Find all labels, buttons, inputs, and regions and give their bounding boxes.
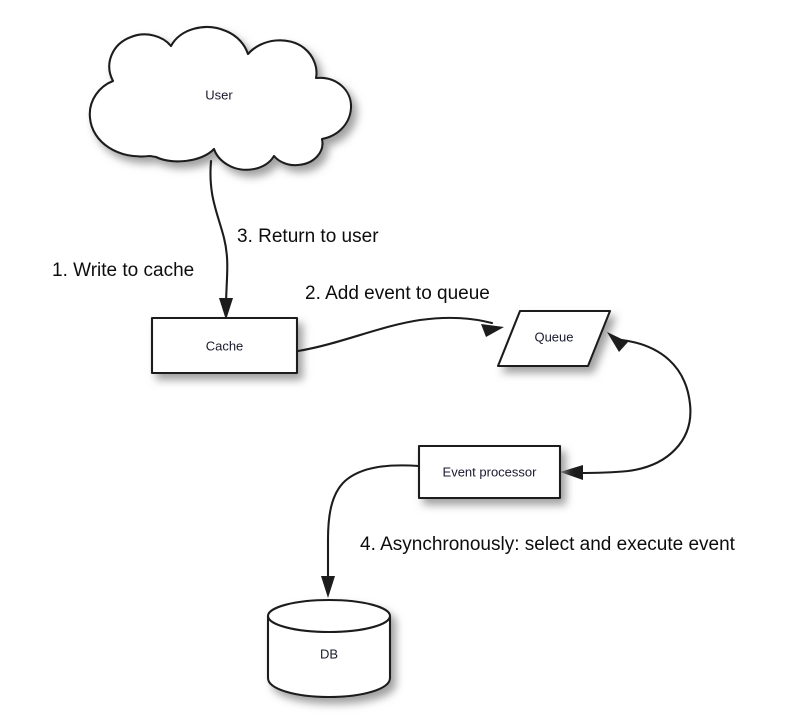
arrowhead-into-event-processor bbox=[560, 465, 583, 480]
arrowhead-event-processor-to-db bbox=[321, 576, 335, 598]
step-label-4: 4. Asynchronously: select and execute ev… bbox=[360, 534, 736, 555]
edge-user-to-cache bbox=[209, 159, 233, 320]
node-queue-label: Queue bbox=[534, 329, 573, 344]
step-label-1: 1. Write to cache bbox=[52, 260, 194, 281]
edge-event-processor-to-db bbox=[321, 464, 421, 598]
node-queue[interactable]: Queue bbox=[496, 309, 612, 368]
arrowhead-user-to-cache bbox=[219, 298, 233, 320]
node-db-label: DB bbox=[320, 646, 338, 661]
node-user-label: User bbox=[205, 87, 233, 102]
node-db[interactable]: DB bbox=[266, 598, 392, 699]
node-cache-label: Cache bbox=[206, 338, 244, 353]
arrowhead-into-queue bbox=[607, 332, 628, 352]
edge-cache-to-queue bbox=[296, 316, 504, 353]
edge-queue-to-event-processor bbox=[560, 332, 692, 480]
step-label-3: 3. Return to user bbox=[237, 226, 379, 247]
node-cache[interactable]: Cache bbox=[150, 316, 299, 375]
node-user[interactable]: User bbox=[88, 26, 353, 171]
node-event-processor[interactable]: Event processor bbox=[417, 444, 562, 500]
arrowhead-cache-to-queue bbox=[481, 324, 504, 337]
node-event-processor-label: Event processor bbox=[443, 464, 538, 479]
step-label-2: 2. Add event to queue bbox=[305, 283, 490, 304]
